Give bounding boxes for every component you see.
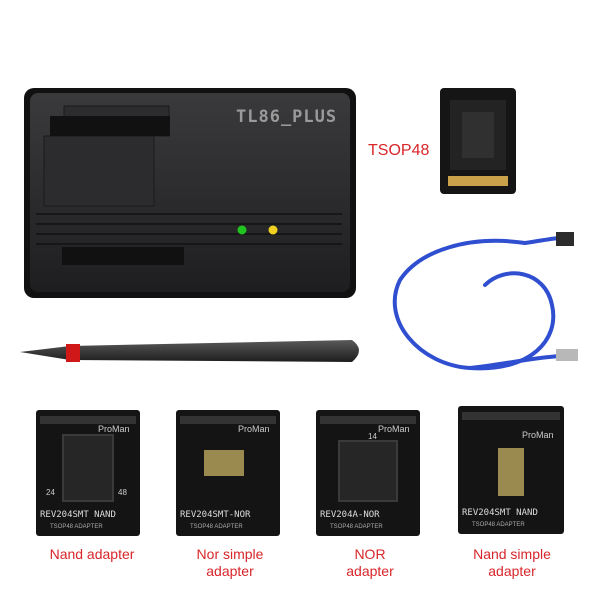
adapter-board-2: ProMan REV204SMT-NOR TSOP48 ADAPTER xyxy=(176,410,280,536)
tsop48-socket xyxy=(440,88,516,194)
board-text: REV204SMT-NOR xyxy=(180,510,251,520)
caption-line2: adapter xyxy=(488,563,536,579)
caption-line1: Nand adapter xyxy=(49,546,135,562)
tweezers xyxy=(20,340,359,362)
socket-icon xyxy=(62,434,114,502)
pin-left-label: 24 xyxy=(46,488,55,497)
caption-line1: NOR xyxy=(354,546,386,562)
board-footer-text: TSOP48 ADAPTER xyxy=(190,524,243,530)
chip-pad-icon xyxy=(498,448,524,496)
tsop48-label: TSOP48 xyxy=(368,142,430,159)
board-text: REV204A-NOR xyxy=(320,510,380,520)
board-footer-text: TSOP48 ADAPTER xyxy=(330,524,383,530)
adapter-board-3: ProMan 14 REV204A-NOR TSOP48 ADAPTER xyxy=(316,410,420,536)
led-yellow xyxy=(268,225,278,235)
caption-line2: adapter xyxy=(346,563,394,579)
board-text: REV204SMT NAND xyxy=(40,510,116,520)
caption-nor-simple-adapter: Nor simple adapter xyxy=(170,546,290,580)
caption-nor-adapter: NOR adapter xyxy=(310,546,430,580)
board-brand: ProMan xyxy=(378,424,410,434)
socket-icon xyxy=(338,440,398,502)
board-footer-text: TSOP48 ADAPTER xyxy=(50,524,103,530)
adapter-board-1: ProMan 24 48 REV204SMT NAND TSOP48 ADAPT… xyxy=(36,410,140,536)
board-pins-top xyxy=(180,416,276,424)
pin-header-bottom xyxy=(62,247,184,265)
board-brand: ProMan xyxy=(522,430,554,440)
caption-line2: adapter xyxy=(206,563,254,579)
caption-line1: Nand simple xyxy=(473,546,551,562)
board-pins-top xyxy=(462,412,560,420)
board-brand: ProMan xyxy=(238,424,270,434)
caption-line1: Nor simple xyxy=(196,546,264,562)
pin-right-label: 48 xyxy=(118,488,127,497)
top-pin-label: 14 xyxy=(368,432,377,441)
board-pins-top xyxy=(320,416,416,424)
caption-nand-simple-adapter: Nand simple adapter xyxy=(452,546,572,580)
board-brand: ProMan xyxy=(98,424,130,434)
adapter-board-4: ProMan REV204SMT NAND TSOP48 ADAPTER xyxy=(458,406,564,534)
pin-header-top xyxy=(50,116,170,136)
programmer-model-text: TL86_PLUS xyxy=(236,107,338,127)
usb-cable xyxy=(392,236,562,371)
chip-pad-icon xyxy=(204,450,244,476)
board-footer-text: TSOP48 ADAPTER xyxy=(472,522,525,528)
led-green xyxy=(237,225,247,235)
board-text: REV204SMT NAND xyxy=(462,508,538,518)
caption-nand-adapter: Nand adapter xyxy=(32,546,152,563)
board-pins-top xyxy=(40,416,136,424)
programmer-device xyxy=(24,88,356,298)
